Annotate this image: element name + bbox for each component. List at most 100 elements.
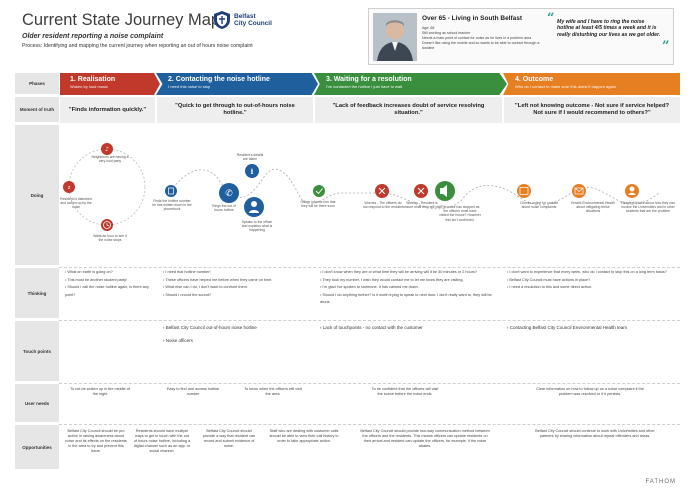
row-label-touch: Touch points bbox=[15, 321, 59, 382]
user-need: Clear information on how to follow up on… bbox=[535, 387, 645, 397]
moment-of-truth: "Lack of feedback increases doubt of ser… bbox=[315, 97, 502, 123]
reassurance-icon bbox=[313, 185, 325, 197]
thinking-item: Should I record the sound? bbox=[163, 292, 313, 300]
phonebook-icon bbox=[165, 185, 177, 197]
thinking-item: Should I do anything further? Is it wort… bbox=[320, 292, 502, 307]
doing-label: Neighbours are having a very loud party bbox=[91, 155, 129, 163]
opportunity: Residents should have multiple ways to g… bbox=[133, 429, 191, 454]
row-label-opportunities: Opportunities bbox=[15, 425, 59, 470]
user-need: To be confident that the officers will v… bbox=[370, 387, 440, 397]
opportunity: Belfast City Council should provide a wa… bbox=[200, 429, 258, 449]
svg-text:i: i bbox=[251, 167, 254, 176]
touchpoint-item: Noise officers bbox=[163, 334, 313, 347]
opportunity: Belfast City Council should be pro activ… bbox=[65, 429, 127, 454]
persona-quote: My wife and I have to ring the noise hot… bbox=[557, 19, 662, 38]
doing-label: Worries - Resident is unsure what they w… bbox=[401, 201, 443, 209]
doing-label: Officer informs him that they will be th… bbox=[298, 200, 338, 208]
row-label-phases: Phases bbox=[15, 73, 59, 95]
user-need: Easy to find and access hotline number bbox=[163, 387, 223, 397]
thinking-item: I'm glad I've spoken to someone. It has … bbox=[320, 284, 502, 292]
doing-label: Worries - The officers do not respond to… bbox=[362, 201, 404, 209]
opportunity: Belfast City Council should continue to … bbox=[535, 429, 655, 439]
thinking-item: Belfast City Council must have actions i… bbox=[507, 277, 677, 285]
open-quote-icon: “ bbox=[547, 11, 554, 26]
doing-label: Rings the out of hours hotline bbox=[209, 204, 239, 212]
thinking-item: Should I call the noise hotline again, i… bbox=[65, 284, 155, 299]
thinking-item: I need that hotline number! bbox=[163, 269, 313, 277]
moment-of-truth: "Finds information quickly." bbox=[60, 97, 155, 123]
row-label-doing: Doing bbox=[15, 125, 59, 266]
journey-line: ♪ z ✆ i bbox=[59, 125, 680, 265]
page-subtitle: Older resident reporting a noise complai… bbox=[22, 33, 163, 40]
svg-text:♪: ♪ bbox=[105, 146, 109, 153]
touchpoint-item: Contacting Belfast City Council Environm… bbox=[507, 321, 679, 334]
close-quote-icon: ” bbox=[662, 39, 669, 54]
doing-label: Resident thinks about how they can invol… bbox=[619, 201, 677, 214]
logo-line2: City Council bbox=[234, 20, 272, 27]
persona-name: Over 65 - Living in South Belfast bbox=[422, 15, 522, 22]
doing-label: Finds the hotline number he has written … bbox=[151, 199, 193, 212]
touchpoint-item: Belfast City Council out-of-hours noise … bbox=[163, 321, 313, 334]
user-need: To not be woken up in the middle of the … bbox=[70, 387, 130, 397]
persona-card: Over 65 - Living in South Belfast Age: 6… bbox=[368, 8, 674, 65]
thinking-item: I don't want to experience that every we… bbox=[507, 269, 677, 277]
moment-of-truth: "Quick to get through to out-of-hours no… bbox=[157, 97, 313, 123]
phase-title: 1. Realisation bbox=[70, 76, 160, 83]
phase-subtitle: I need this noise to stop bbox=[168, 84, 318, 89]
user-need: To know when the officers will visit the… bbox=[243, 387, 303, 397]
logo-text: Belfast City Council bbox=[234, 13, 272, 27]
thinking-list: I don't know when they are or what time … bbox=[320, 269, 502, 307]
doing-label: Speaks to the officer and explains what … bbox=[239, 220, 275, 233]
row-divider bbox=[59, 267, 680, 268]
svg-text:z: z bbox=[68, 185, 71, 191]
touchpoint-list: Contacting Belfast City Council Environm… bbox=[507, 321, 679, 334]
opportunity: Staff who are dealing with customer call… bbox=[268, 429, 340, 444]
opportunity: Belfast City Council should provide two-… bbox=[360, 429, 490, 449]
thinking-item: I need a resolution to this and some dir… bbox=[507, 284, 677, 292]
council-logo: Belfast City Council bbox=[213, 10, 272, 30]
doing-label: Emails Environmental Health about mitiga… bbox=[571, 201, 615, 214]
touchpoint-list: Lack of touchpoints - no contact with th… bbox=[320, 321, 502, 334]
phase-subtitle: Who do I contact to make sure this doesn… bbox=[515, 84, 680, 89]
doing-label: Resident's details are taken bbox=[234, 153, 266, 161]
thinking-list: I don't want to experience that every we… bbox=[507, 269, 677, 292]
thinking-item: I don't know when they are or what time … bbox=[320, 269, 502, 277]
row-divider bbox=[59, 424, 680, 425]
row-label-moment: Moment of truth bbox=[15, 97, 59, 123]
phase-title: 3. Waiting for a resolution bbox=[326, 76, 507, 83]
email-icon bbox=[572, 184, 586, 198]
doing-label: The noise has stopped as the officers mu… bbox=[439, 205, 481, 222]
phase-title: 2. Contacting the noise hotline bbox=[168, 76, 318, 83]
persona-facts: Age: 68 Still working as school teacher … bbox=[422, 26, 542, 51]
doing-label: Resident is disturbed and woken up by th… bbox=[59, 197, 93, 210]
phase-title: 4. Outcome bbox=[515, 76, 680, 83]
footer-logo: FATHOM bbox=[645, 479, 676, 485]
touchpoint-item: Lack of touchpoints - no contact with th… bbox=[320, 321, 502, 334]
persona-fact: Doesn't like using the mobile and so wan… bbox=[422, 41, 542, 51]
thinking-item: These officers have helped me before whe… bbox=[163, 277, 313, 285]
moment-of-truth: "Left not knowing outcome - Not sure if … bbox=[504, 97, 680, 123]
row-label-needs: User needs bbox=[15, 384, 59, 423]
page-title: Current State Journey Map bbox=[22, 11, 220, 30]
crest-icon bbox=[213, 10, 231, 30]
row-label-thinking: Thinking bbox=[15, 268, 59, 319]
phase-contacting: 2. Contacting the noise hotline I need t… bbox=[156, 73, 318, 95]
thinking-list: What on earth is going on? This must be … bbox=[65, 269, 155, 299]
thinking-item: What on earth is going on? bbox=[65, 269, 155, 277]
thinking-list: I need that hotline number! These office… bbox=[163, 269, 313, 299]
doing-label: Waits an hour to see if the noise stops bbox=[91, 234, 129, 242]
svg-text:✆: ✆ bbox=[225, 189, 233, 199]
phase-outcome: 4. Outcome Who do I contact to make sure… bbox=[503, 73, 680, 95]
thinking-item: What else can I do, I don't want to conf… bbox=[163, 284, 313, 292]
thinking-item: They took my number, I wish they would c… bbox=[320, 277, 502, 285]
phase-subtitle: I've contacted the hotline I just have t… bbox=[326, 84, 507, 89]
phase-waiting: 3. Waiting for a resolution I've contact… bbox=[314, 73, 507, 95]
process-description: Process: Identifying and mapping the cur… bbox=[22, 43, 253, 49]
row-divider bbox=[59, 383, 680, 384]
thinking-item: This must be another student party! bbox=[65, 277, 155, 285]
logo-line1: Belfast bbox=[234, 13, 256, 20]
touchpoint-list: Belfast City Council out-of-hours noise … bbox=[163, 321, 313, 347]
persona-photo bbox=[373, 13, 417, 61]
browser-icon bbox=[517, 184, 531, 198]
doing-label: Checks online for contact about noise co… bbox=[517, 201, 561, 209]
